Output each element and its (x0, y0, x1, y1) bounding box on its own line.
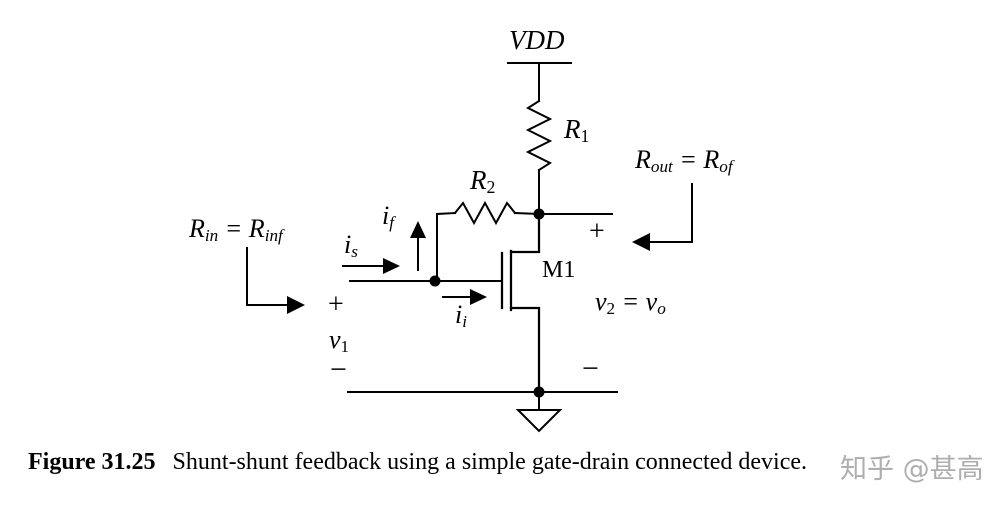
input-resistance-label: Rin = Rinf (189, 214, 283, 245)
input-resistance-arrow (246, 247, 305, 314)
ground-junction-dot (533, 386, 545, 398)
caption-text: Shunt-shunt feedback using a simple gate… (172, 449, 807, 475)
vdd-label: VDD (509, 27, 565, 54)
output-resistance-label: Rout = Rof (635, 145, 733, 176)
input-current-arrow (442, 289, 487, 305)
resistor-r2-symbol (453, 200, 517, 226)
output-voltage-label: v2 = vo (595, 287, 666, 318)
gate-junction-dot (429, 275, 441, 287)
ground-triangle (515, 409, 563, 433)
output-resistance-arrow (632, 183, 693, 251)
mosfet-m1-symbol (500, 212, 541, 394)
source-current-label: is (344, 230, 358, 261)
feedback-current-arrow (410, 221, 426, 271)
vdd-text: VDD (509, 25, 565, 55)
figure-number: Figure 31.25 (28, 449, 156, 475)
mosfet-drain-lead (509, 212, 541, 254)
output-minus-sign: − (582, 352, 599, 385)
r2-label: R2 (470, 165, 496, 197)
m1-label: M1 (542, 257, 576, 283)
r1-label: R1 (564, 114, 590, 146)
source-current-arrow (342, 258, 400, 274)
feedback-current-label: if (382, 201, 395, 232)
r2-left-lead (436, 211, 457, 281)
input-voltage-label: v1 (329, 325, 350, 356)
zhihu-watermark: 知乎 @甚高 (840, 454, 984, 485)
figure-caption: Figure 31.25 Shunt-shunt feedback using a… (28, 449, 807, 476)
ground-symbol (515, 391, 563, 433)
input-plus-sign: + (328, 289, 344, 320)
input-current-label: ii (455, 300, 468, 331)
power-rail (507, 62, 572, 102)
resistor-r1-symbol (525, 99, 553, 172)
input-minus-sign: − (330, 353, 347, 386)
drain-junction-dot (533, 208, 545, 220)
mosfet-source-lead (509, 306, 541, 394)
output-plus-sign: + (589, 216, 605, 247)
